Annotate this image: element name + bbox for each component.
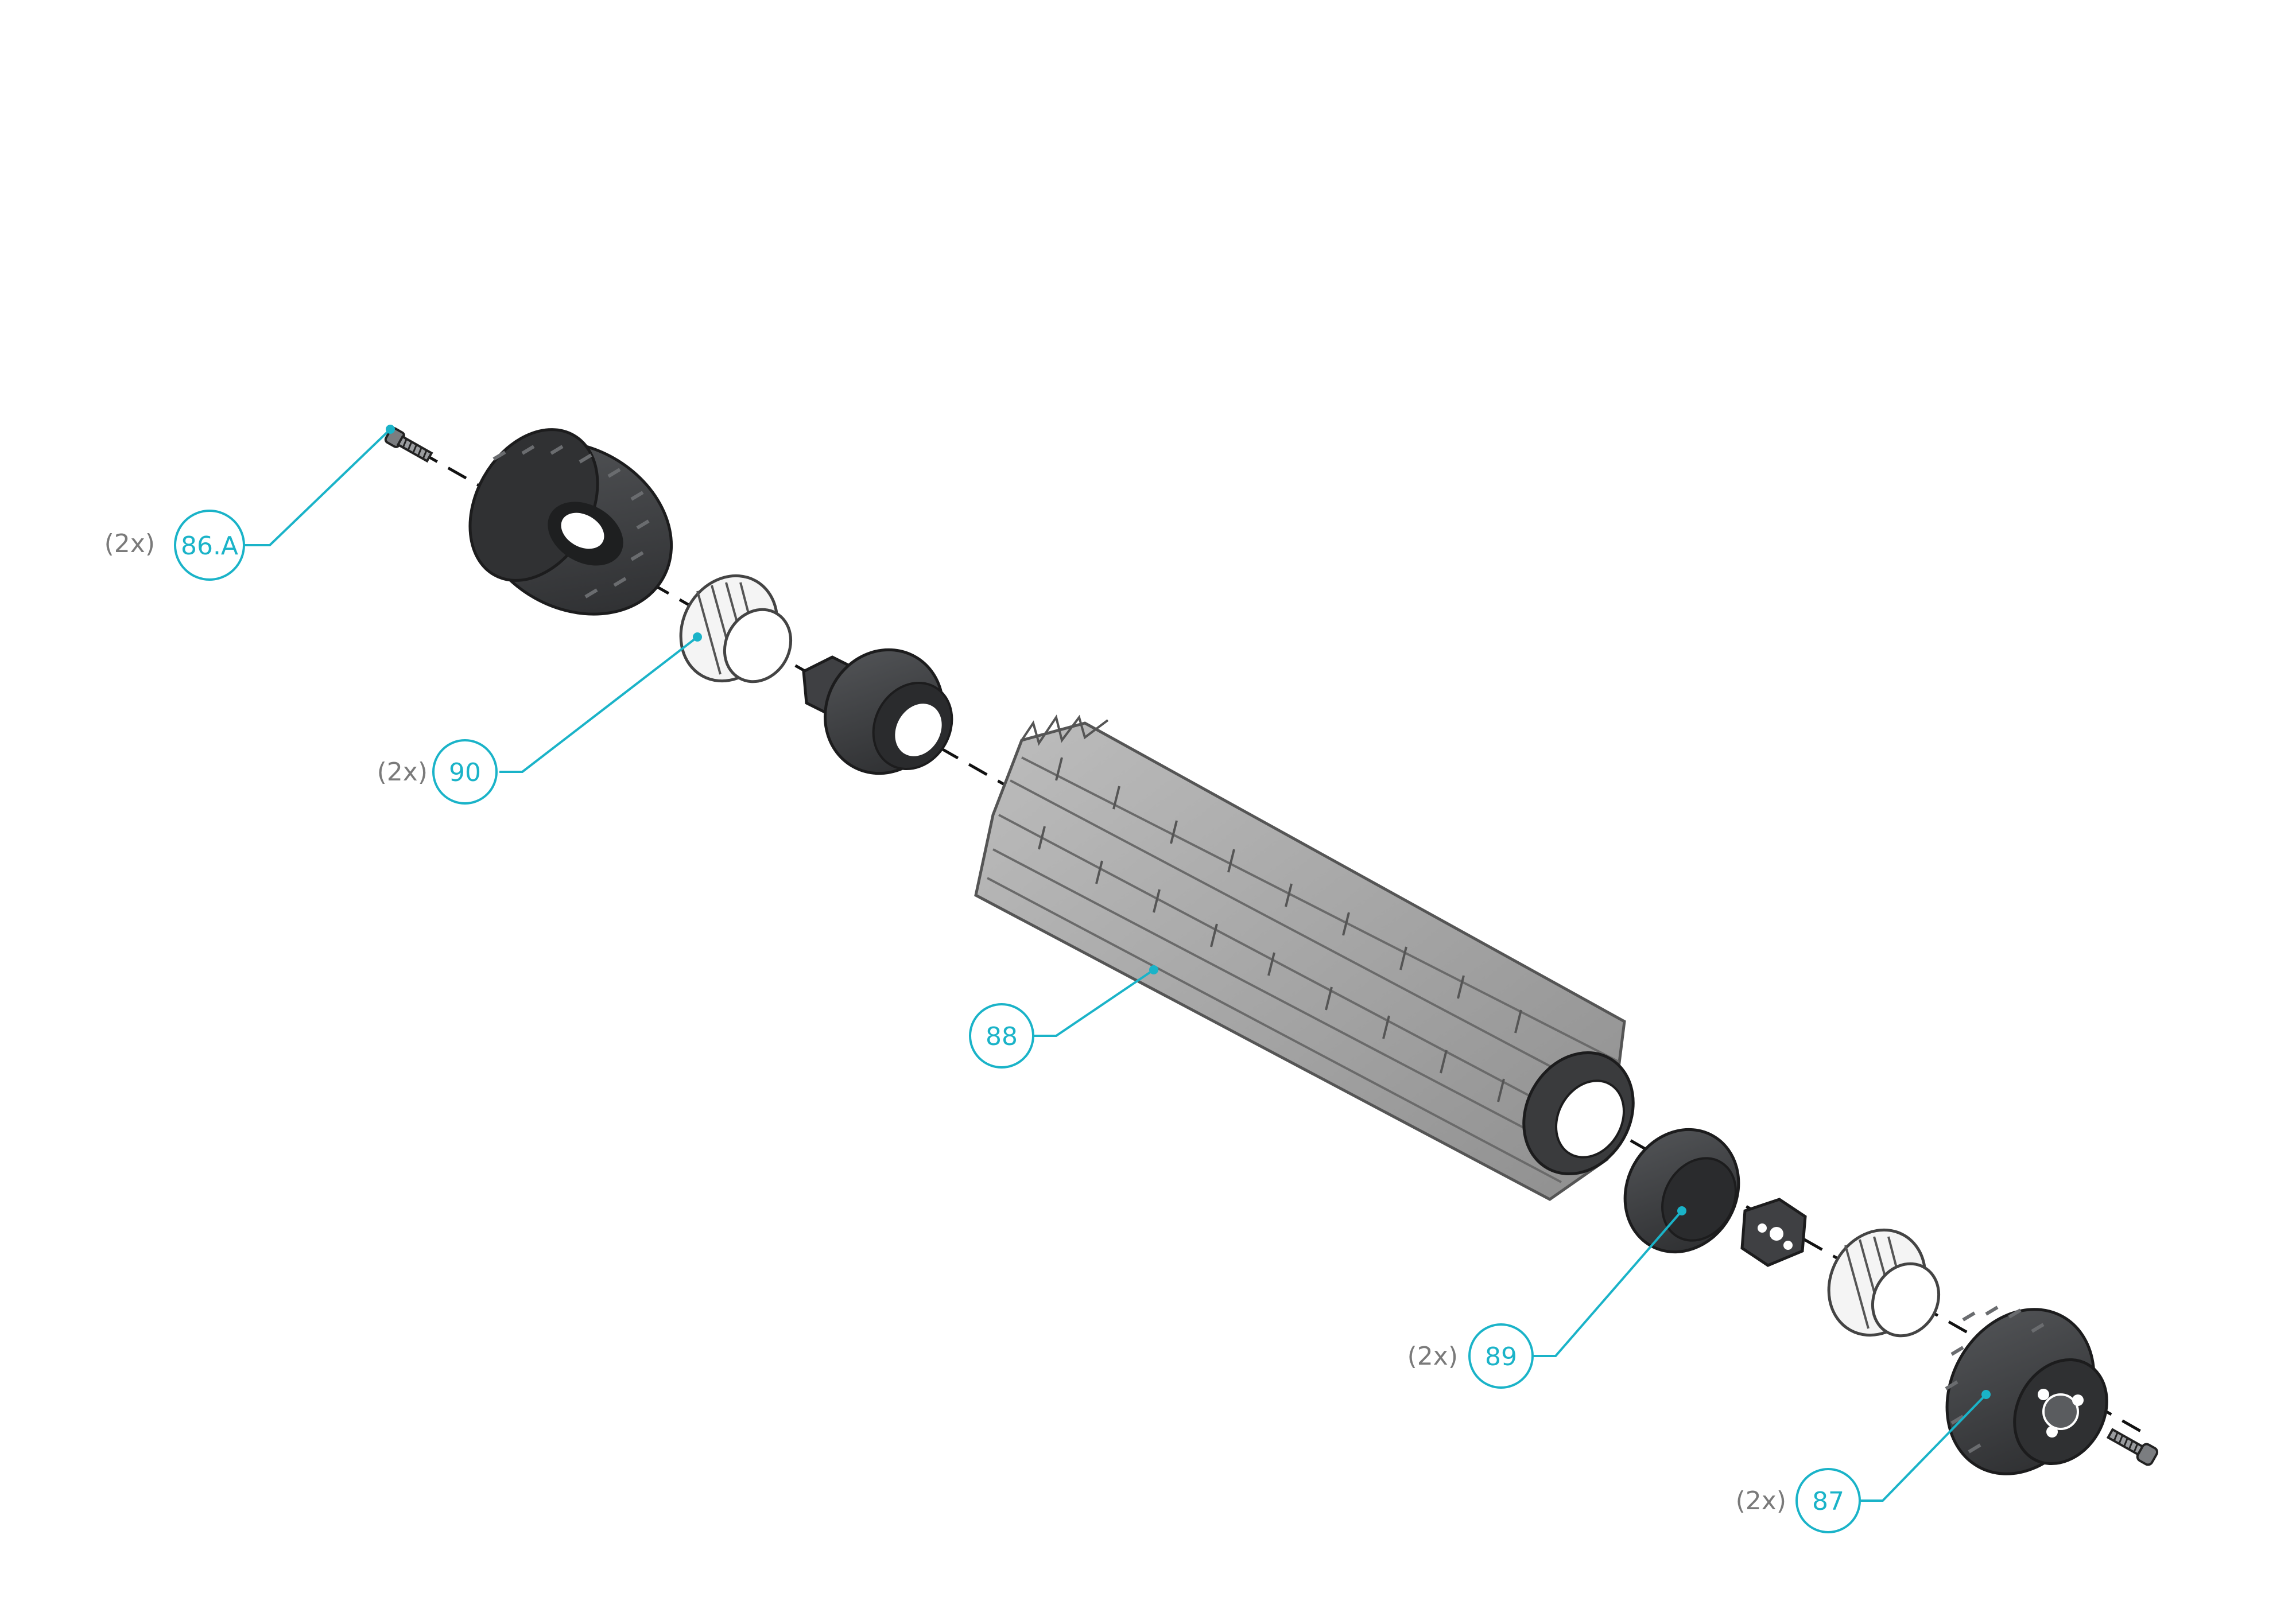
brush-roller [974,714,1635,1201]
callout-label-87: 87 [1812,1487,1844,1516]
callout-88: 88 [969,965,1158,1069]
callout-label-88: 88 [986,1022,1018,1051]
callout-label-86A: 86.A [181,531,238,561]
bushing-top [679,574,793,683]
quantity-89: (2x) [1407,1342,1458,1371]
hub-top [802,648,953,775]
pulley-top [468,428,673,616]
callout-89: 89 (2x) [1407,1206,1686,1389]
callout-87: 87 (2x) [1736,1390,1991,1533]
quantity-90: (2x) [377,757,428,787]
screw-bottom [2106,1428,2159,1466]
callout-label-89: 89 [1485,1342,1517,1372]
hub-bottom [1623,1128,1807,1267]
callout-86A: 86.A (2x) [104,425,395,581]
quantity-87: (2x) [1736,1486,1786,1516]
callout-label-90: 90 [449,758,481,787]
pulley-bottom [1945,1306,2108,1475]
quantity-86A: (2x) [104,529,155,558]
bushing-bottom [1827,1228,1941,1338]
callout-90: 90 (2x) [377,632,702,805]
